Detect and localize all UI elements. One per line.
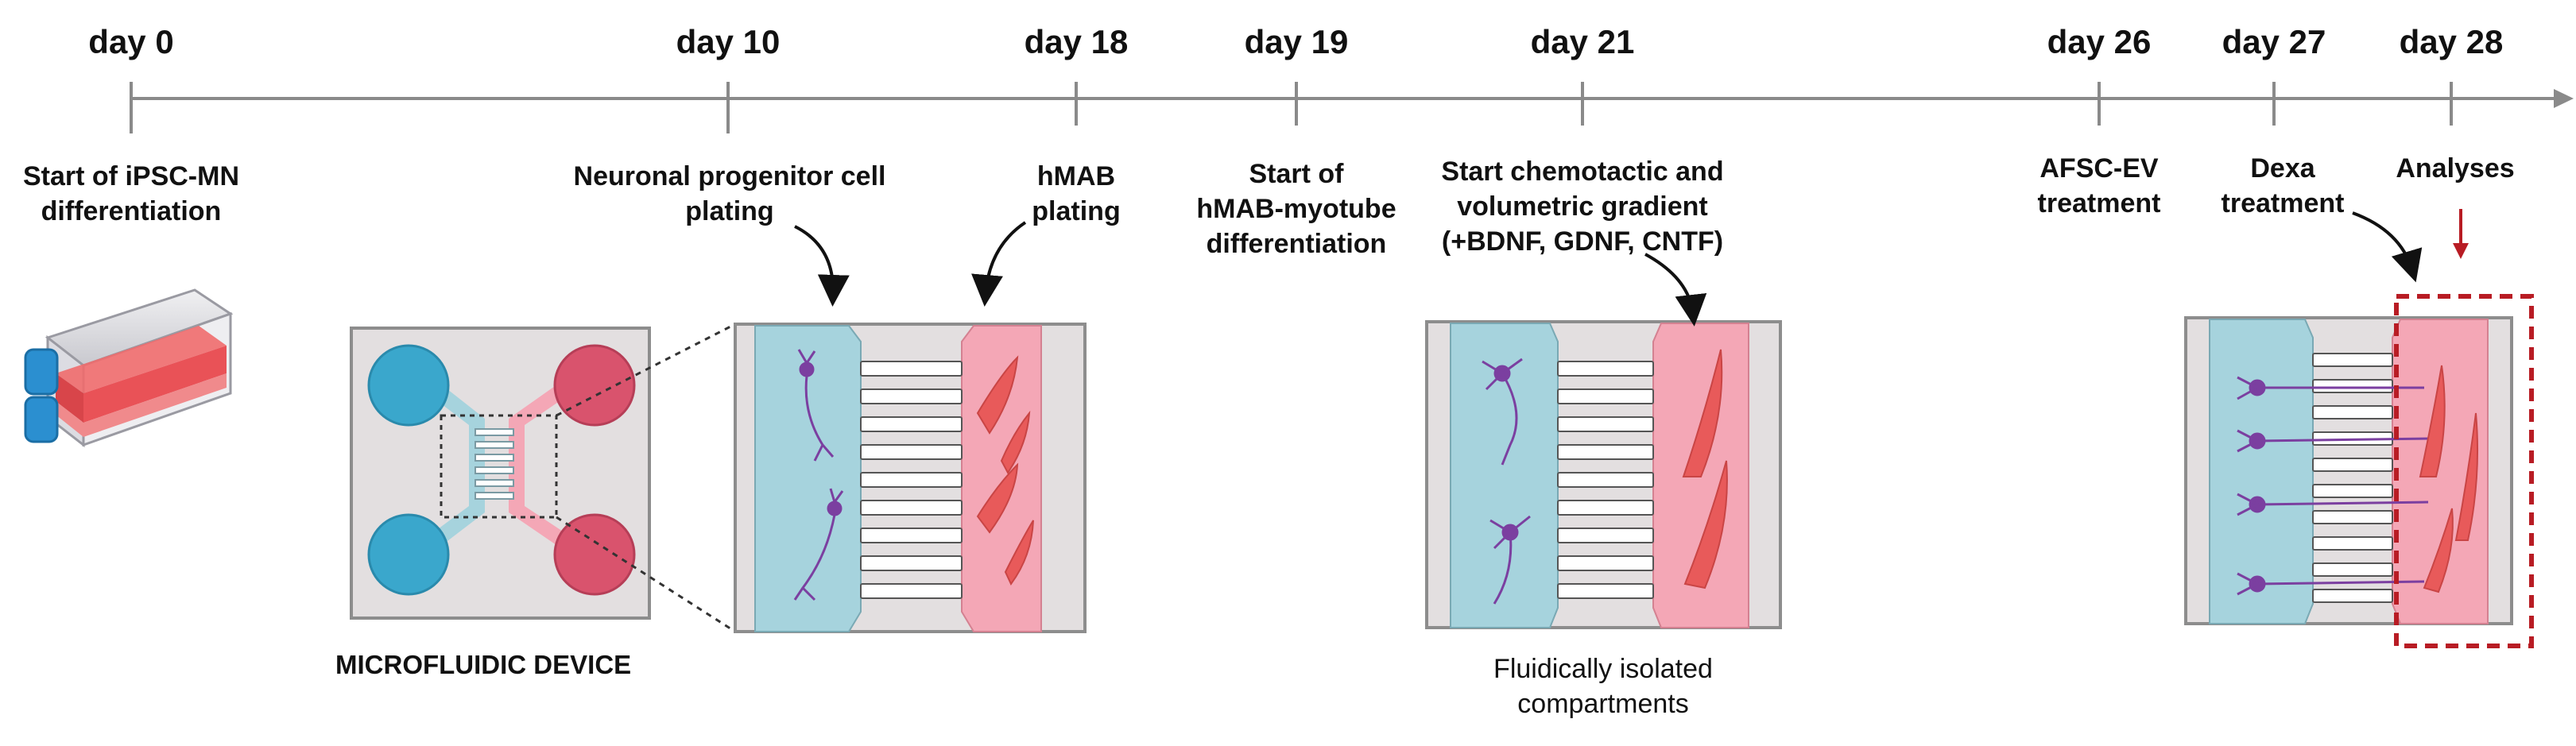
day-19-label: day 19 xyxy=(1244,23,1349,60)
event-day26-line1: AFSC-EV xyxy=(2039,153,2159,184)
arrow-gradient xyxy=(1644,253,1707,327)
event-day21-line3: (+BDNF, GDNF, CNTF) xyxy=(1441,226,1724,257)
compartments-caption-line2: compartments xyxy=(1517,689,1689,719)
myotube-icon xyxy=(1682,349,1728,589)
microchannels xyxy=(860,361,963,599)
neuron-progenitor-icon xyxy=(793,349,844,601)
arrow-hmab-plating xyxy=(971,221,1027,307)
analysis-highlight-box xyxy=(2394,294,2534,648)
compartment-panel-coculture xyxy=(2184,316,2513,625)
event-day21: Start chemotactic and volumetric gradien… xyxy=(1441,154,1723,259)
event-day27-line1: Dexa xyxy=(2250,153,2315,184)
well-bottom-left xyxy=(367,513,450,596)
myoblast-icon xyxy=(976,355,1034,586)
event-day0-line2: differentiation xyxy=(41,196,222,226)
event-day0: Start of iPSC-MN differentiation xyxy=(23,159,239,229)
event-day27-line2: treatment xyxy=(2221,188,2345,218)
device-title: MICROFLUIDIC DEVICE xyxy=(335,650,632,679)
zoom-line-bottom xyxy=(556,516,736,633)
timeline-arrowhead xyxy=(2554,89,2574,108)
day-0-label: day 0 xyxy=(88,23,174,60)
event-day10: Neuronal progenitor cell plating xyxy=(574,159,886,229)
microchannels-2 xyxy=(1557,361,1654,599)
myotubes-icon xyxy=(2419,365,2479,593)
event-day27: Dexa treatment xyxy=(2222,151,2345,221)
event-day21-line2: volumetric gradient xyxy=(1457,191,1708,222)
compartments-caption: Fluidically isolated compartments xyxy=(1493,651,1713,721)
day-21-label: day 21 xyxy=(1530,23,1635,60)
motor-neuron-icon xyxy=(1482,358,1531,605)
day-10-label: day 10 xyxy=(676,23,781,60)
event-day21-line1: Start chemotactic and xyxy=(1441,157,1724,187)
well-top-left xyxy=(367,344,450,427)
arrow-dexa xyxy=(2352,211,2423,283)
compartment-panel-plating xyxy=(734,323,1087,633)
culture-flask-icon xyxy=(24,288,234,448)
event-day0-line1: Start of iPSC-MN xyxy=(23,161,239,191)
well-top-right xyxy=(553,344,636,427)
device-zoom-region xyxy=(440,414,558,519)
day-27-label: day 27 xyxy=(2222,23,2326,60)
event-day18: hMAB plating xyxy=(1032,159,1120,229)
event-day26-line2: treatment xyxy=(2037,188,2161,218)
day-18-label: day 18 xyxy=(1024,23,1129,60)
compartments-caption-line1: Fluidically isolated xyxy=(1493,654,1713,684)
event-day10-line1: Neuronal progenitor cell xyxy=(573,161,886,191)
event-day19: Start of hMAB-myotube differentiation xyxy=(1196,157,1396,261)
arrow-analyses xyxy=(2453,209,2469,259)
event-day19-line1: Start of xyxy=(1249,159,1344,189)
microfluidic-device xyxy=(350,327,651,620)
day-26-label: day 26 xyxy=(2047,23,2152,60)
event-day10-line2: plating xyxy=(685,196,774,226)
event-day19-line2: hMAB-myotube xyxy=(1196,194,1396,224)
arrow-npc-plating xyxy=(794,225,850,307)
microchannels-3 xyxy=(2312,353,2393,603)
compartment-panel-gradient xyxy=(1425,320,1782,629)
event-day28-line1: Analyses xyxy=(2396,153,2515,184)
event-day26: AFSC-EV treatment xyxy=(2038,151,2161,221)
day-28-label: day 28 xyxy=(2399,23,2504,60)
event-day18-line2: plating xyxy=(1032,196,1121,226)
event-day28: Analyses xyxy=(2396,151,2514,186)
timeline-ticks xyxy=(130,82,2453,133)
event-day18-line1: hMAB xyxy=(1036,161,1116,191)
zoom-line-top xyxy=(556,323,736,417)
well-bottom-right xyxy=(553,513,636,596)
device-microchannels xyxy=(475,428,514,500)
event-day19-line3: differentiation xyxy=(1206,229,1387,259)
